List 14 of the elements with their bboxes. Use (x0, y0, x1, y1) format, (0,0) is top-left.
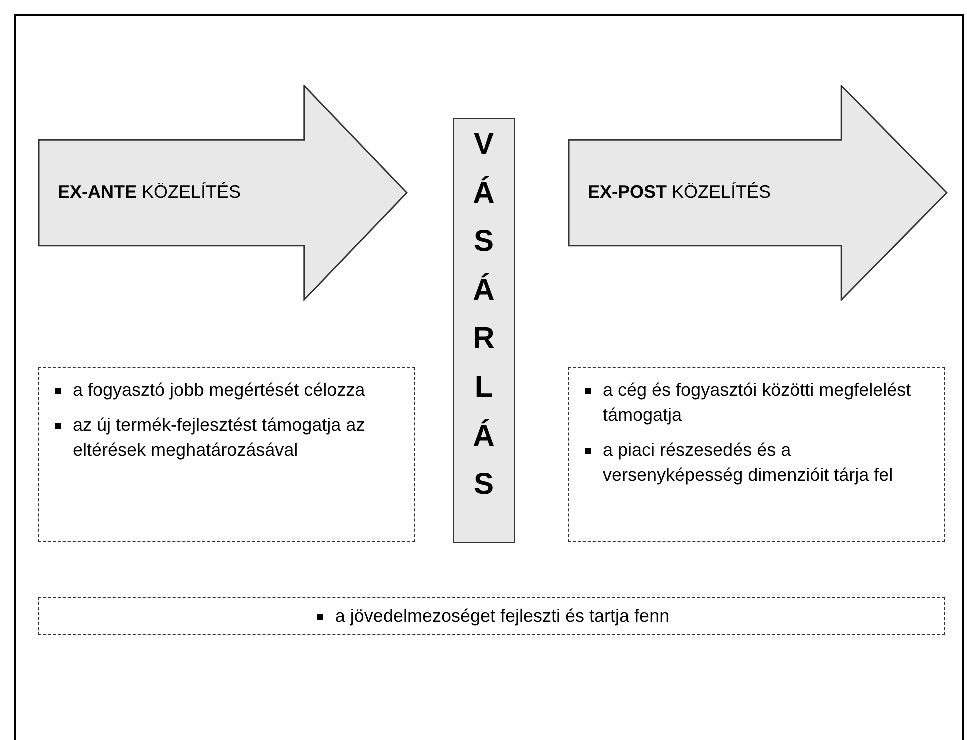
bullet-text: a piaci részesedés és a versenyképesség dimenzióit tárja fel (603, 440, 894, 485)
arrow-label: EX-ANTE KÖZELÍTÉS (58, 182, 242, 203)
dashed-text-box (38, 367, 415, 542)
vertical-banner (453, 118, 515, 543)
arrow-shape (568, 85, 948, 301)
vertical-label: VÁSÁRLÁS (472, 127, 496, 504)
bullet-text: a cég és fogyasztói közötti megfelelést támogatja (603, 380, 912, 425)
arrow-label: EX-POST KÖZELÍTÉS (588, 182, 772, 203)
bullet-text: a jövedelmezoséget fejleszti és tartja fenn (335, 606, 670, 626)
dashed-text-box (568, 367, 945, 542)
bullet-text: a fogyasztó jobb megértését célozza (73, 380, 366, 400)
bullet-text: az új termék-fejlesztést támogatja az eltérések meghatározásával (73, 415, 366, 460)
arrow-shape (38, 85, 408, 301)
dashed-text-box (38, 597, 945, 635)
